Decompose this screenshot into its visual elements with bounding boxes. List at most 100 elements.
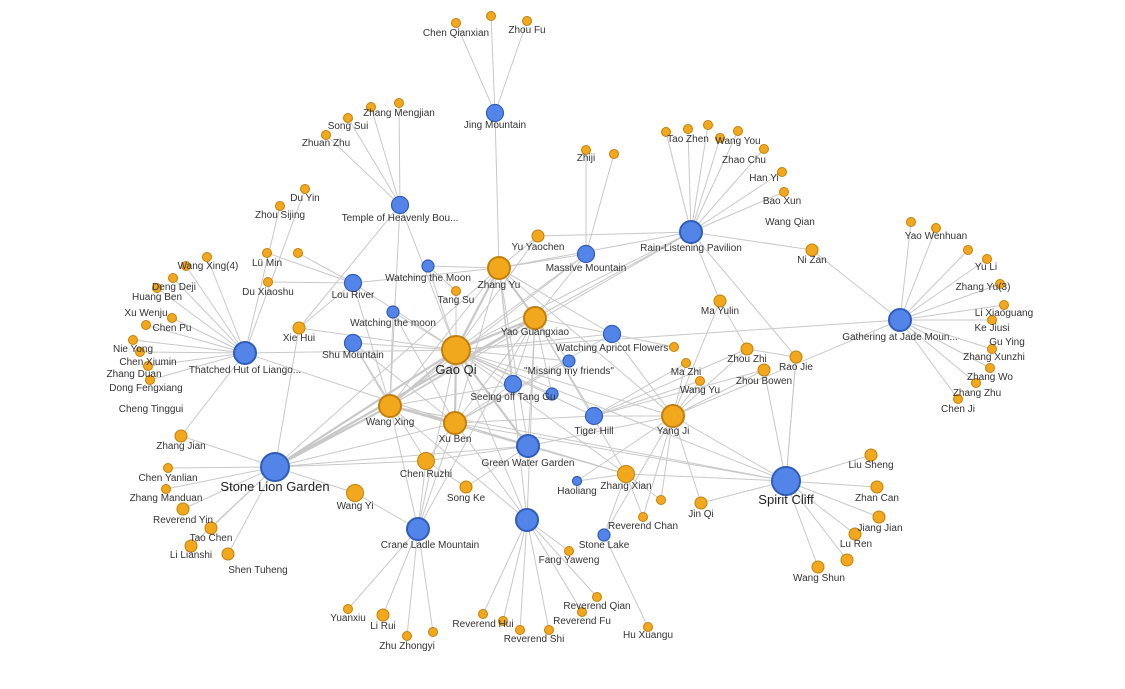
node-fy[interactable] xyxy=(515,508,539,532)
node-zzy2[interactable] xyxy=(428,627,438,637)
node-lm[interactable] xyxy=(262,248,272,258)
node-zzy[interactable] xyxy=(402,631,412,641)
node-wq[interactable] xyxy=(779,187,789,197)
node-wap[interactable] xyxy=(602,324,622,344)
node-zj[interactable] xyxy=(581,145,591,155)
node-my[interactable] xyxy=(713,294,727,308)
node-zd[interactable] xyxy=(135,347,145,357)
node-wtm[interactable] xyxy=(421,259,435,273)
node-nz[interactable] xyxy=(805,243,819,257)
node-clm[interactable] xyxy=(406,517,430,541)
node-ny[interactable] xyxy=(141,320,151,330)
node-rl2[interactable] xyxy=(715,133,725,143)
node-th[interactable] xyxy=(584,406,604,426)
node-dy[interactable] xyxy=(300,184,310,194)
node-lx[interactable] xyxy=(995,279,1005,289)
node-jj[interactable] xyxy=(872,510,886,524)
node-lre[interactable] xyxy=(848,527,862,541)
node-xw[interactable] xyxy=(152,283,162,293)
node-wyi[interactable] xyxy=(346,484,364,502)
node-rc2[interactable] xyxy=(656,495,666,505)
node-ws[interactable] xyxy=(840,553,854,567)
node-yw[interactable] xyxy=(906,217,916,227)
node-xh[interactable] xyxy=(292,321,306,335)
node-zb[interactable] xyxy=(757,363,771,377)
node-rs2[interactable] xyxy=(544,625,554,635)
node-gwg[interactable] xyxy=(516,434,540,458)
node-rh[interactable] xyxy=(478,609,488,619)
node-tz[interactable] xyxy=(661,127,671,137)
node-hl[interactable] xyxy=(571,475,583,487)
node-wtm2[interactable] xyxy=(386,305,400,319)
node-zm[interactable] xyxy=(394,98,404,108)
node-wap2[interactable] xyxy=(669,342,679,352)
node-rh2[interactable] xyxy=(498,616,508,626)
node-cp[interactable] xyxy=(167,313,177,323)
node-rlp[interactable] xyxy=(679,220,703,244)
node-dd[interactable] xyxy=(181,261,191,271)
node-wyu[interactable] xyxy=(695,376,705,386)
node-cj[interactable] xyxy=(953,394,963,404)
node-zj2[interactable] xyxy=(609,149,619,159)
node-ct[interactable] xyxy=(145,375,155,385)
node-zw[interactable] xyxy=(985,363,995,373)
node-ts[interactable] xyxy=(451,286,461,296)
node-ls[interactable] xyxy=(864,448,878,462)
node-zf[interactable] xyxy=(522,16,532,26)
node-rs[interactable] xyxy=(515,625,525,635)
node-zc[interactable] xyxy=(733,126,743,136)
node-cr[interactable] xyxy=(417,452,435,470)
node-yy[interactable] xyxy=(531,229,545,243)
node-kj[interactable] xyxy=(999,300,1009,310)
node-gj1[interactable] xyxy=(931,223,941,233)
node-mm[interactable] xyxy=(576,244,596,264)
node-cy[interactable] xyxy=(163,463,173,473)
node-wxg[interactable] xyxy=(378,394,402,418)
node-zji[interactable] xyxy=(174,429,188,443)
node-zca[interactable] xyxy=(870,480,884,494)
node-gy[interactable] xyxy=(987,315,997,325)
node-lr[interactable] xyxy=(343,273,363,293)
node-sl[interactable] xyxy=(597,528,611,542)
node-yl[interactable] xyxy=(963,245,973,255)
node-mz[interactable] xyxy=(681,358,691,368)
node-slg[interactable] xyxy=(260,452,290,482)
node-rq[interactable] xyxy=(592,592,602,602)
node-zy3[interactable] xyxy=(982,254,992,264)
node-hb[interactable] xyxy=(168,273,178,283)
node-thb[interactable] xyxy=(390,195,410,215)
node-sm[interactable] xyxy=(343,333,363,353)
node-tc[interactable] xyxy=(204,521,218,535)
node-zsj[interactable] xyxy=(275,201,285,211)
node-hx[interactable] xyxy=(643,622,653,632)
node-bx[interactable] xyxy=(777,167,787,177)
node-wy[interactable] xyxy=(703,120,713,130)
node-cq[interactable] xyxy=(451,18,461,28)
node-yj[interactable] xyxy=(661,404,685,428)
node-zx[interactable] xyxy=(987,344,997,354)
node-hy[interactable] xyxy=(759,144,769,154)
node-ry[interactable] xyxy=(176,502,190,516)
node-lm2[interactable] xyxy=(293,248,303,258)
node-rc[interactable] xyxy=(638,512,648,522)
node-gjm[interactable] xyxy=(888,308,912,332)
node-sotg[interactable] xyxy=(503,374,523,394)
node-gq[interactable] xyxy=(441,335,471,365)
node-zm_a[interactable] xyxy=(366,102,376,112)
node-ll[interactable] xyxy=(184,539,198,553)
node-rf[interactable] xyxy=(577,607,587,617)
node-zma[interactable] xyxy=(161,484,171,494)
node-xb[interactable] xyxy=(443,411,467,435)
node-zzhi[interactable] xyxy=(740,342,754,356)
node-wx4[interactable] xyxy=(202,252,212,262)
node-cx[interactable] xyxy=(128,335,138,345)
node-ws2[interactable] xyxy=(811,560,825,574)
node-yg[interactable] xyxy=(523,306,547,330)
node-sk[interactable] xyxy=(459,480,473,494)
node-mmf[interactable] xyxy=(562,354,576,368)
node-yx[interactable] xyxy=(343,604,353,614)
node-zzh[interactable] xyxy=(971,378,981,388)
node-dx[interactable] xyxy=(263,277,273,287)
node-zyu[interactable] xyxy=(487,256,511,280)
node-df[interactable] xyxy=(143,361,153,371)
